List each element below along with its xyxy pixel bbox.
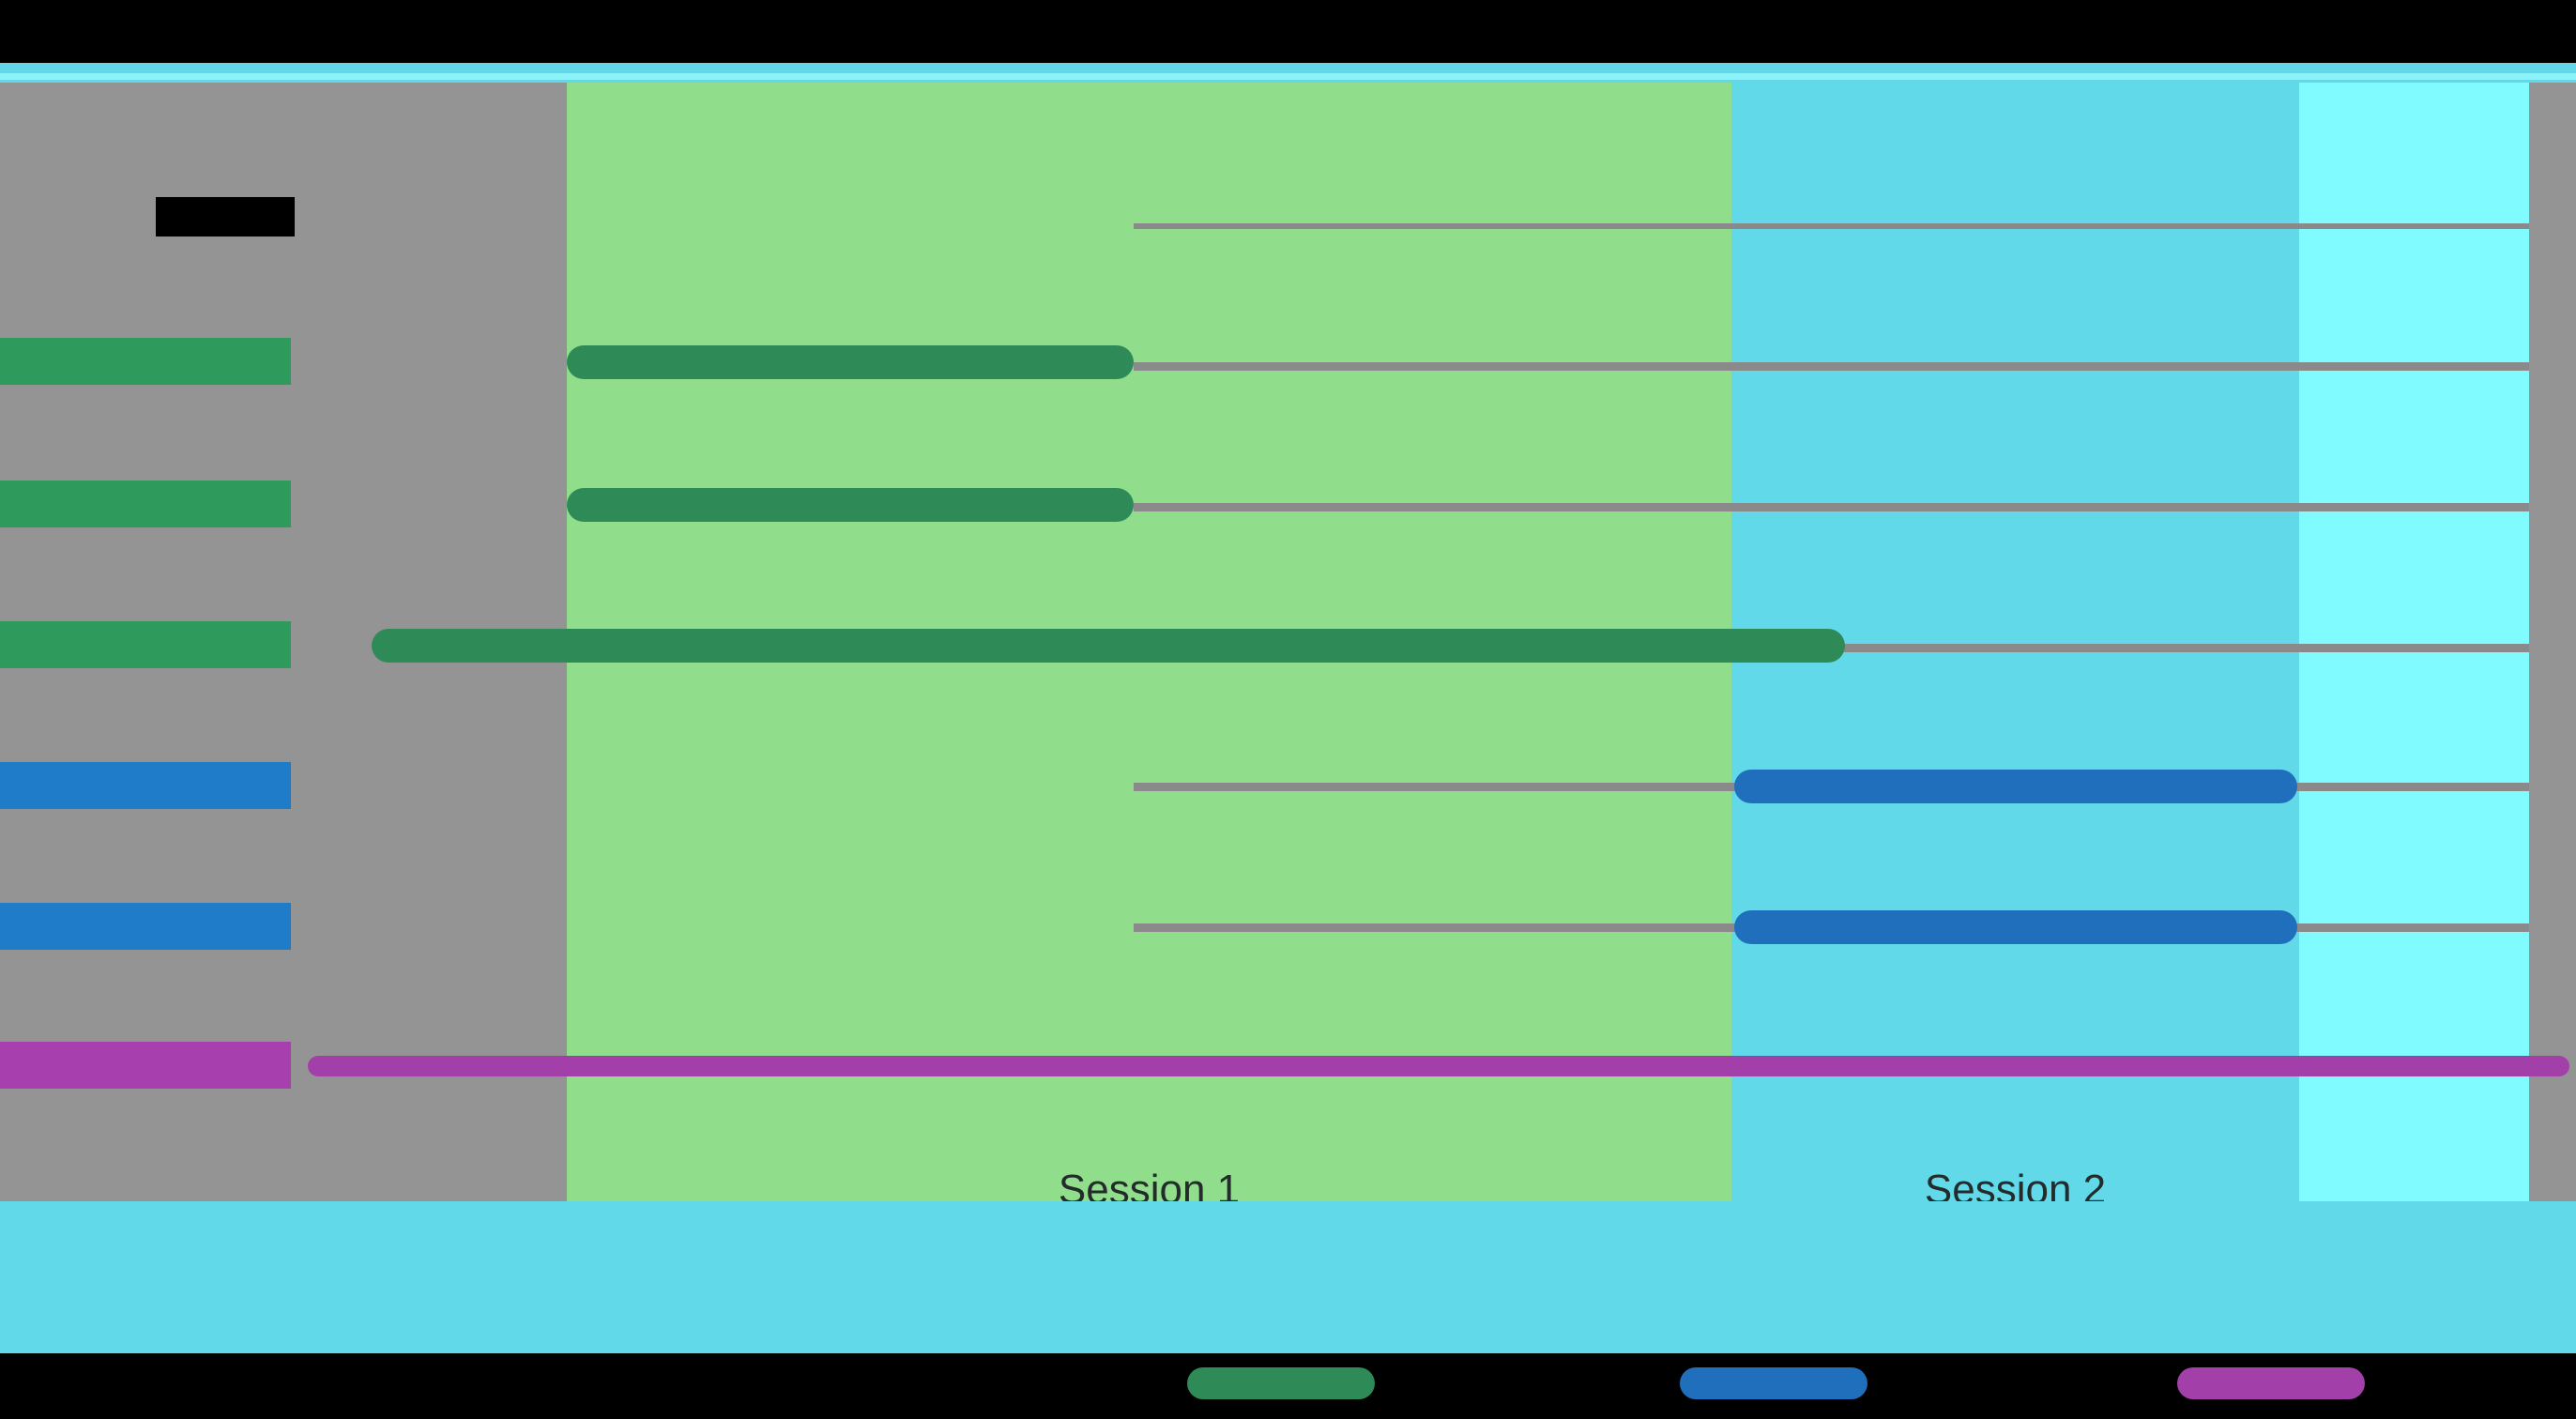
y-axis-label-row-4[interactable]	[0, 762, 291, 809]
footer-strip	[0, 1201, 2576, 1353]
task-bar-row-6[interactable]	[308, 1056, 2569, 1076]
session-2-label: Session 2	[1924, 1167, 2107, 1201]
legend-swatch-series-c	[2177, 1367, 2365, 1399]
y-axis-label-text-4	[0, 762, 291, 809]
legend-item-series-a[interactable]	[1187, 1366, 1375, 1400]
legend-label-series-c	[2177, 1366, 2365, 1398]
row-track-2	[1134, 362, 2529, 371]
row-track-4	[1841, 644, 2529, 652]
legend-swatch-series-b	[1680, 1367, 1867, 1399]
legend-item-series-b[interactable]	[1680, 1366, 1867, 1400]
session-1-label: Session 1	[1058, 1167, 1241, 1201]
task-bar-row-1[interactable]	[567, 345, 1134, 379]
task-bar-row-3[interactable]	[372, 629, 1845, 663]
legend-label-series-a	[1187, 1366, 1375, 1398]
y-axis-label-text-1	[0, 338, 291, 385]
y-axis-label-row-5[interactable]	[0, 903, 291, 950]
y-axis-label-row-3[interactable]	[0, 621, 291, 668]
y-axis-label-text-3	[0, 621, 291, 668]
chart-title-redacted	[156, 197, 295, 236]
y-axis-label-text-5	[0, 903, 291, 950]
task-bar-row-2[interactable]	[567, 488, 1134, 522]
legend-label-series-b	[1680, 1366, 1867, 1398]
y-axis-label-row-2[interactable]	[0, 481, 291, 527]
y-axis-label-row-6[interactable]	[0, 1042, 291, 1089]
session-band-3	[2299, 83, 2529, 1201]
task-bar-row-4[interactable]	[1734, 770, 2297, 803]
plot-area: Session 1 Session 2	[0, 83, 2576, 1201]
chart-legend	[0, 1353, 2576, 1419]
page-title	[156, 197, 295, 236]
task-bar-row-5[interactable]	[1734, 910, 2297, 944]
legend-item-series-c[interactable]	[2177, 1366, 2365, 1400]
y-axis-label-row-1[interactable]	[0, 338, 291, 385]
y-axis-label-text-6	[0, 1042, 291, 1089]
legend-swatch-series-a	[1187, 1367, 1375, 1399]
top-accent-strip-highlight	[0, 73, 2576, 80]
row-track-1	[1134, 223, 2529, 229]
y-axis-label-text-2	[0, 481, 291, 527]
row-track-3	[1134, 503, 2529, 511]
